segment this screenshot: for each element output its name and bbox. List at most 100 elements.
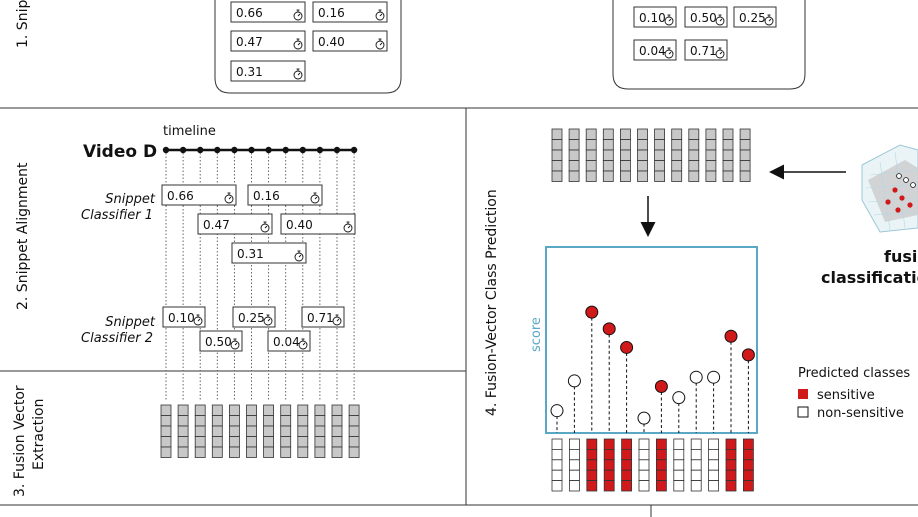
fusion-vector <box>654 128 665 182</box>
fusion-vector <box>551 128 563 182</box>
score-point-sensitive <box>585 305 599 433</box>
score-value: 0.71 <box>307 311 334 325</box>
stopwatch-icon <box>260 221 270 233</box>
predicted-vector-sensitive <box>621 438 632 492</box>
score-value: 0.50 <box>690 11 717 25</box>
fusion-vector <box>297 404 309 458</box>
fusion-vector <box>160 404 172 458</box>
fusion-vector <box>280 404 292 458</box>
timeline-point <box>179 146 187 154</box>
predicted-vector-nonsensitive <box>708 438 719 492</box>
fusion-vector <box>246 404 257 458</box>
fusion-vector <box>705 128 717 182</box>
score-point-sensitive <box>724 329 738 433</box>
fusion-vector <box>602 128 614 182</box>
predicted-vector-nonsensitive <box>638 438 650 492</box>
score-value: 0.66 <box>236 6 263 20</box>
top-right-score-box: 0.71 <box>684 39 728 61</box>
predicted-vector-nonsensitive <box>551 438 563 492</box>
stopwatch-icon <box>263 314 273 326</box>
top-right-panel <box>612 0 806 90</box>
top-right-score-box: 0.25 <box>733 6 777 28</box>
score-point-nonsensitive <box>567 374 581 433</box>
score-value: 0.10 <box>639 11 666 25</box>
score-value: 0.25 <box>739 11 766 25</box>
classifier1-label-l2: Classifier 1 <box>81 208 153 223</box>
fusion-vector <box>637 128 648 182</box>
legend-title: Predicted classes <box>798 366 910 381</box>
stopwatch-icon <box>664 47 674 59</box>
fusion-vector <box>739 128 751 182</box>
timeline-point <box>333 146 341 154</box>
legend-sensitive-swatch <box>798 389 808 399</box>
fusion-vector <box>331 404 343 458</box>
section-label-prediction: 4. Fusion-Vector Class Prediction <box>484 189 500 416</box>
predicted-vector-nonsensitive <box>690 438 702 492</box>
stopwatch-icon <box>294 250 304 262</box>
score-point-nonsensitive <box>637 411 651 433</box>
score-chart-frame <box>545 246 758 434</box>
score-value: 0.04 <box>273 335 300 349</box>
legend-sensitive-label: sensitive <box>817 388 875 403</box>
stopwatch-icon <box>230 338 240 350</box>
classifier2-label-l2: Classifier 2 <box>81 331 153 346</box>
timeline-point <box>282 146 289 154</box>
timeline-point <box>231 146 238 154</box>
predicted-vector-sensitive <box>743 438 754 492</box>
score-value: 0.40 <box>318 35 345 49</box>
timeline-point <box>350 146 358 154</box>
legend-nonsensitive-swatch <box>797 406 809 418</box>
fusion-vector <box>211 404 223 458</box>
classifier1-score-box: 0.16 <box>247 184 323 206</box>
classifier1-score-box: 0.40 <box>280 213 356 235</box>
score-value: 0.71 <box>690 44 717 58</box>
score-value: 0.40 <box>286 218 313 232</box>
stopwatch-icon <box>293 38 303 50</box>
stopwatch-icon <box>298 338 308 350</box>
classifier2-label-l1: Snippet <box>105 315 156 330</box>
stopwatch-icon <box>332 314 342 326</box>
top-right-score-box: 0.50 <box>684 6 728 28</box>
classifier2-score-box: 0.04 <box>267 330 311 352</box>
stopwatch-icon <box>715 14 725 26</box>
score-value: 0.31 <box>237 247 264 261</box>
fusion-vector <box>194 404 206 458</box>
classifier2-score-box: 0.71 <box>301 306 345 328</box>
top-left-score-box: 0.66 <box>230 1 306 23</box>
section-label-alignment: 2. Snippet Alignment <box>15 162 31 310</box>
top-right-score-box: 0.10 <box>633 6 677 28</box>
score-point-sensitive <box>602 322 616 433</box>
predicted-vector-nonsensitive <box>673 438 685 492</box>
score-value: 0.04 <box>639 44 666 58</box>
fusion-vector <box>671 128 683 182</box>
predicted-vector-sensitive <box>603 438 615 492</box>
score-value: 0.50 <box>205 335 232 349</box>
score-value: 0.25 <box>238 311 265 325</box>
classifier1-score-box: 0.47 <box>197 213 273 235</box>
classifier2-score-box: 0.10 <box>162 306 206 328</box>
predicted-vector-sensitive <box>586 438 598 492</box>
score-point-nonsensitive <box>707 370 721 433</box>
stopwatch-icon <box>293 9 303 21</box>
section-label-extraction-1: 3. Fusion Vector <box>12 385 28 497</box>
score-axis-label: score <box>529 317 544 352</box>
section-label-snippet: 1. Snip <box>15 0 31 48</box>
section-label-extraction-2: Extraction <box>31 399 47 470</box>
fusion-vector <box>263 404 275 458</box>
stopwatch-icon <box>375 38 385 50</box>
predicted-vector-nonsensitive <box>569 438 580 492</box>
score-value: 0.31 <box>236 65 263 79</box>
timeline-point <box>299 146 306 154</box>
predicted-vector-sensitive <box>725 438 737 492</box>
timeline-point <box>162 146 170 154</box>
panel-borders <box>0 107 918 517</box>
fusion-classifier-label-1: fusi <box>884 247 917 266</box>
top-left-panel <box>214 0 402 94</box>
predicted-vector-sensitive <box>656 438 667 492</box>
stopwatch-icon <box>193 314 203 326</box>
classifier1-score-box: 0.66 <box>161 184 237 206</box>
timeline-point <box>214 146 221 154</box>
video-label: Video D <box>83 142 157 162</box>
stopwatch-icon <box>293 68 303 80</box>
